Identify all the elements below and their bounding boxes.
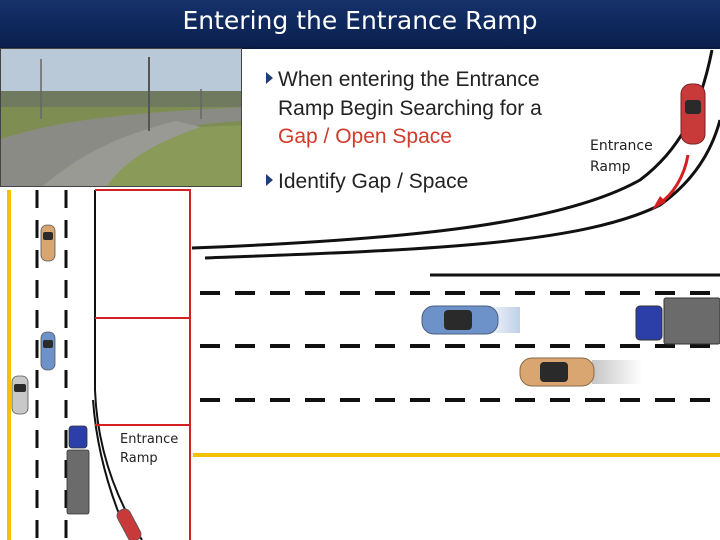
- ramp-curve-inner: [204, 119, 720, 260]
- ramp-label-left: Entrance Ramp: [120, 430, 178, 468]
- car-blue-highway: [421, 305, 499, 335]
- motion-blur-tan-car: [592, 360, 642, 384]
- bullet-item-2: Identify Gap / Space: [266, 168, 566, 197]
- car-tan-vertical: [40, 224, 56, 262]
- ramp-label-left-line1: Entrance: [120, 432, 179, 447]
- ramp-label-right-line1: Entrance: [590, 138, 653, 154]
- bullet-item-1: When entering the Entrance Ramp Begin Se…: [266, 66, 566, 152]
- slide-header: Entering the Entrance Ramp: [0, 0, 720, 49]
- car-tan-highway: [519, 357, 595, 387]
- entrance-ramp-photo: [0, 48, 242, 187]
- bullet-2-text: Identify Gap / Space: [278, 169, 469, 193]
- slide-title: Entering the Entrance Ramp: [182, 6, 538, 35]
- car-red-ramp-bottom: [116, 508, 142, 540]
- curved-arrow-head: [652, 196, 666, 210]
- ramp-label-left-line2: Ramp: [120, 451, 158, 466]
- bullet-list: When entering the Entrance Ramp Begin Se…: [266, 66, 566, 196]
- triangle-right-icon: [266, 173, 273, 186]
- ramp-edge-vertical-left: [94, 190, 143, 540]
- car-red-ramp-top: [680, 83, 706, 145]
- triangle-right-icon: [266, 72, 273, 84]
- ramp-label-right-line2: Ramp: [590, 159, 631, 175]
- car-blue-vertical: [40, 331, 56, 371]
- bullet-1-text: When entering the Entrance Ramp Begin Se…: [278, 68, 542, 120]
- truck-highway: [635, 297, 720, 345]
- car-silver-vertical: [11, 375, 29, 415]
- ramp-label-right: Entrance Ramp: [590, 136, 670, 178]
- truck-vertical: [66, 425, 90, 515]
- bullet-1-highlight: Gap / Open Space: [278, 125, 452, 148]
- red-guide-top: [95, 189, 191, 540]
